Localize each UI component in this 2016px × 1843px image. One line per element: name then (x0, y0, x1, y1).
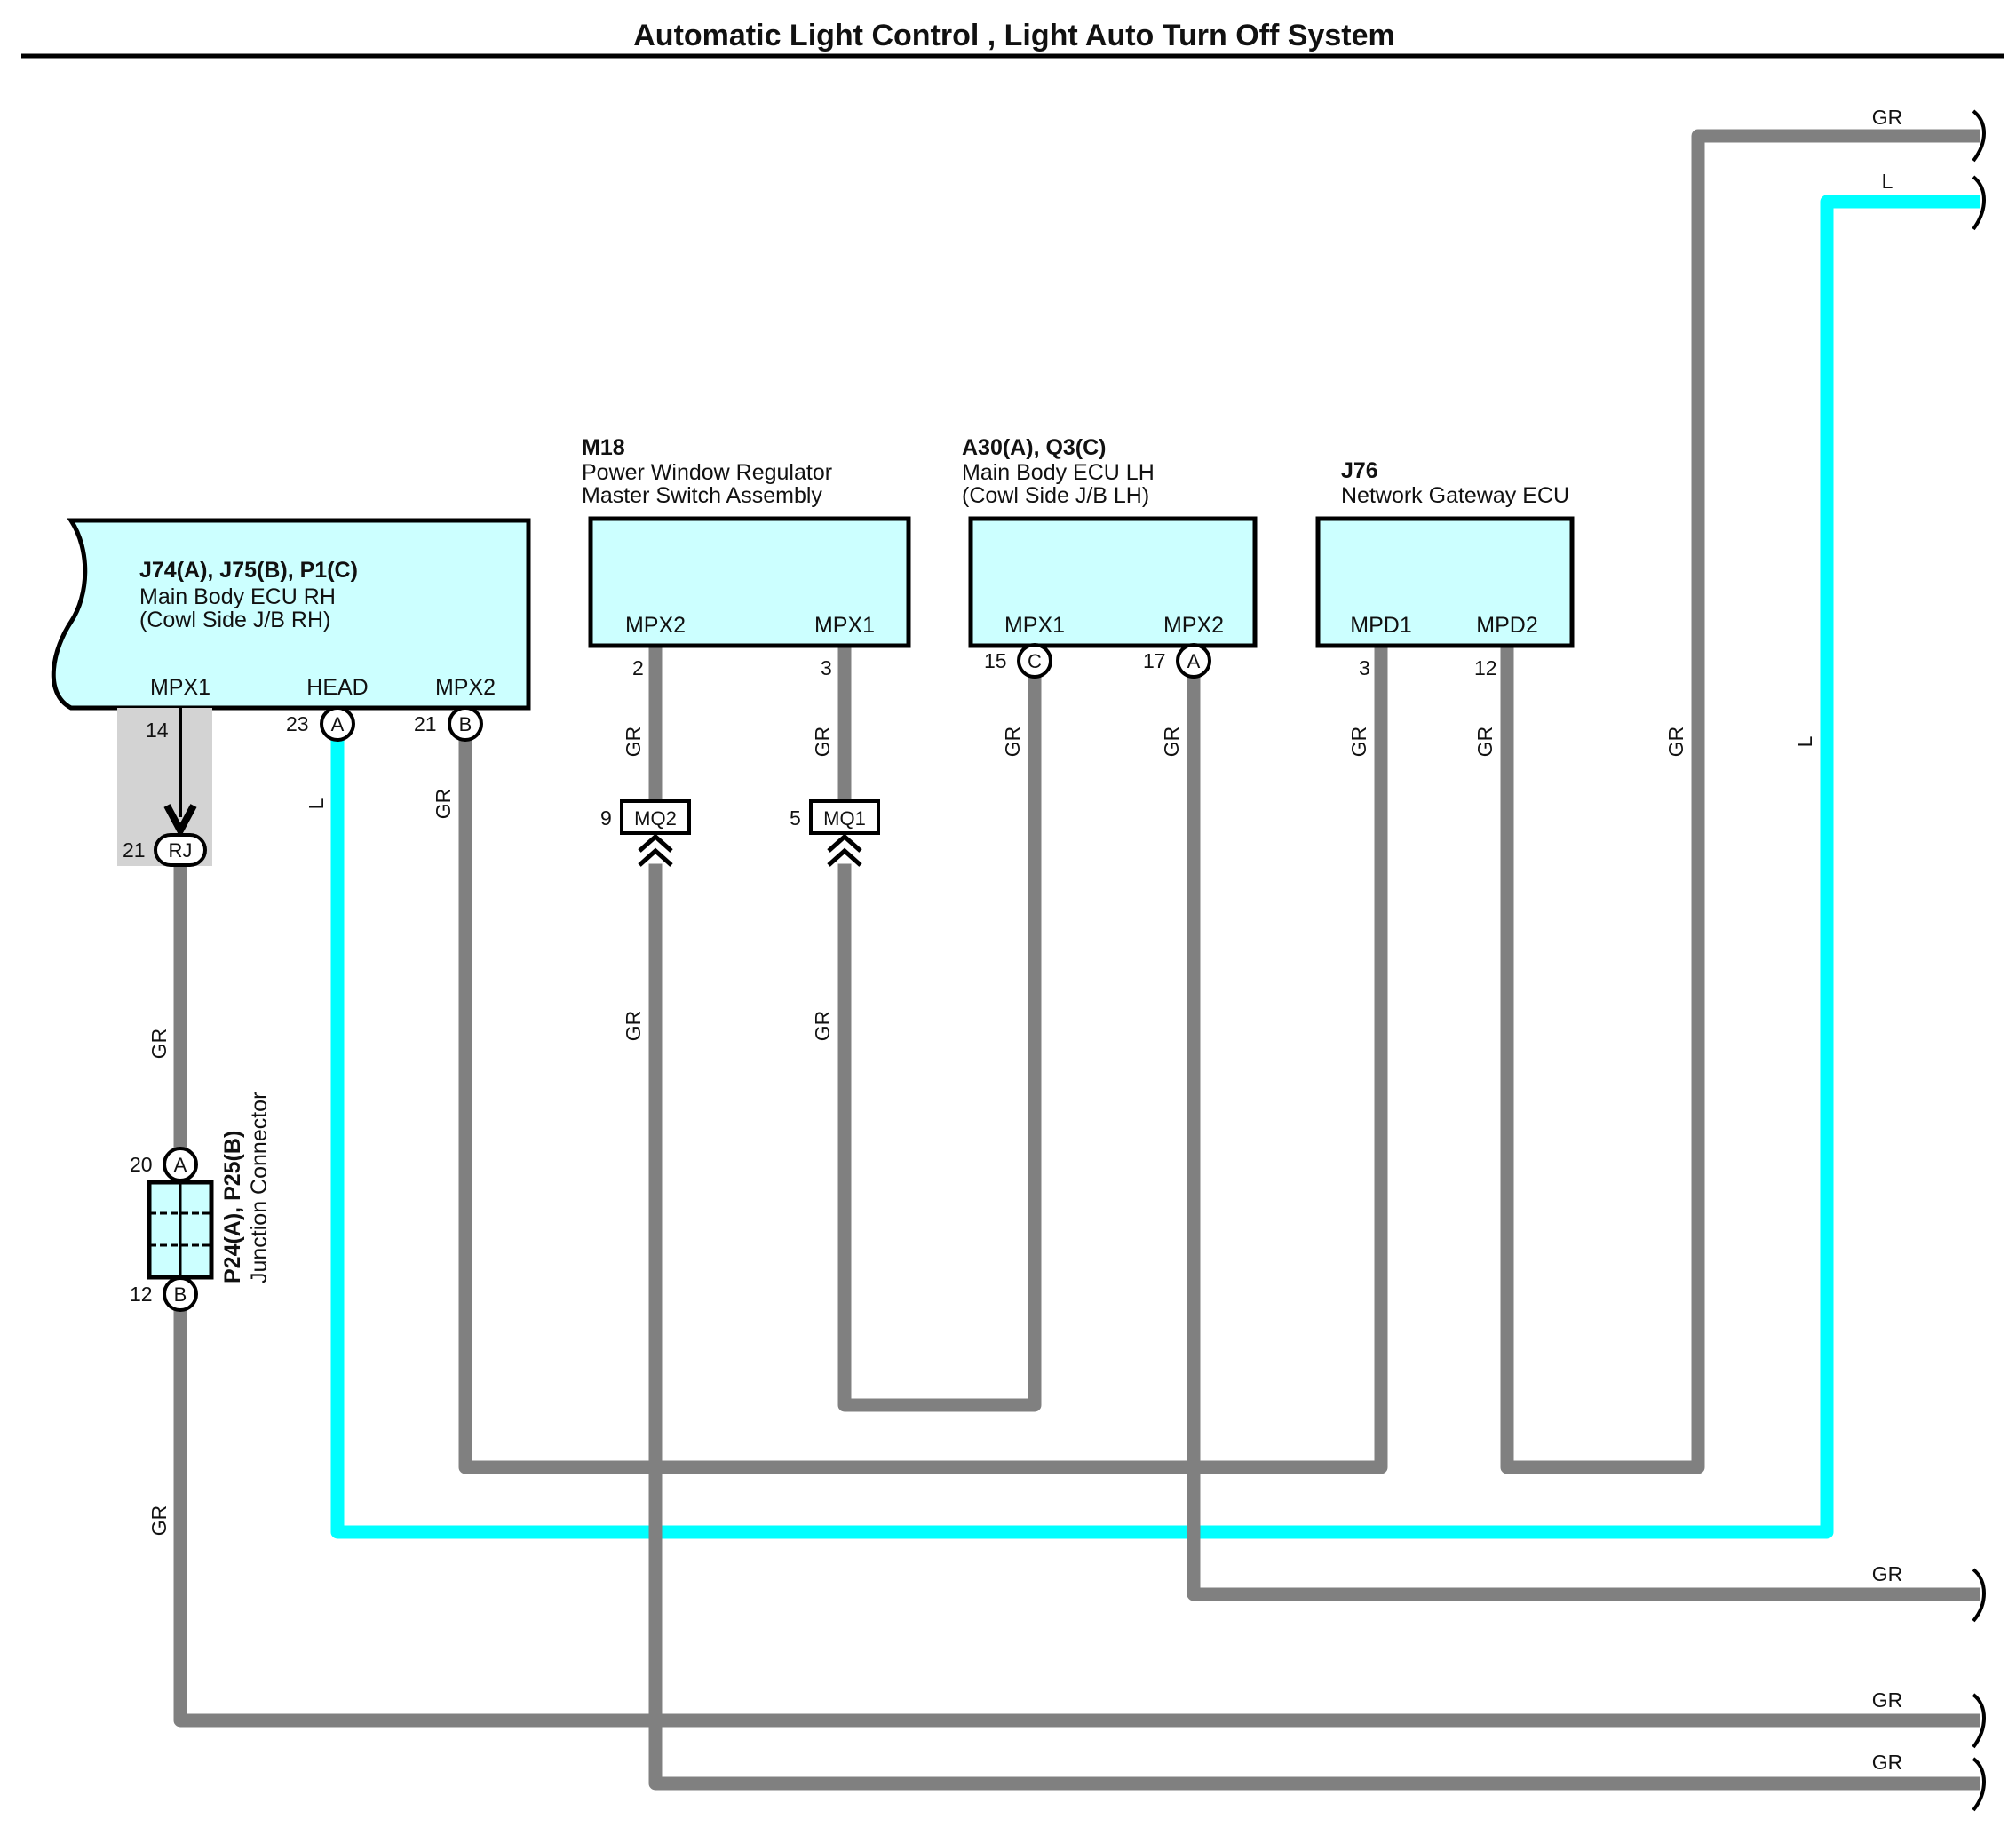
pin-conn-head: A (331, 713, 345, 735)
pin-conn-mpx2: B (459, 713, 472, 735)
gateway-code: J76 (1341, 458, 1378, 483)
diagram-title: Automatic Light Control , Light Auto Tur… (633, 19, 1394, 52)
wire-label: GR (1872, 106, 1903, 129)
junction-bot-conn: B (174, 1283, 187, 1306)
junction-top-conn: A (174, 1154, 187, 1176)
wire-label: GR (147, 1505, 171, 1537)
gateway-pin-mpd2: MPD2 (1476, 613, 1537, 638)
m18-power-window-switch: M18 Power Window Regulator Master Switch… (582, 435, 911, 679)
wire-label: GR (622, 1011, 645, 1042)
wire-label: GR (811, 1011, 834, 1042)
ecu-lh-pin-mpx2: MPX2 (1163, 613, 1224, 638)
wire-l-head (330, 195, 1980, 1539)
gateway-pin-num-mpd1: 3 (1359, 656, 1370, 679)
gateway-box (1315, 516, 1575, 648)
gateway-name: Network Gateway ECU (1341, 483, 1569, 508)
junction-code: P24(A), P25(B) (220, 1131, 245, 1283)
pin-label-head: HEAD (306, 675, 368, 700)
wire-color-labels: GR GR L GR GR GR GR GR GR GR GR GR GR L … (147, 106, 1902, 1774)
wire-label: L (1793, 735, 1816, 747)
mq1-num: 5 (790, 806, 801, 830)
wire-gr-mq2-out (648, 863, 1980, 1791)
wire-label: GR (1872, 1751, 1903, 1774)
mq2-label: MQ2 (634, 807, 677, 830)
wire-gr-lh-mpx2-out (1187, 668, 1980, 1601)
main-body-ecu-lh: A30(A), Q3(C) Main Body ECU LH (Cowl Sid… (962, 435, 1258, 648)
ecu-lh-pin-circle-mpx1 (1017, 643, 1052, 679)
wire-gr-mpx2-bus (458, 639, 1388, 1474)
ecu-lh-pin-conn-mpx1: C (1028, 650, 1042, 672)
gateway-pin-num-mpd2: 12 (1474, 656, 1497, 679)
ecu-lh-pin-num-mpx2: 17 (1143, 649, 1166, 672)
pin-num-head: 23 (286, 712, 309, 735)
junction-name: Junction Connector (247, 1092, 272, 1283)
wire-label: GR (1347, 727, 1370, 758)
wire-label: GR (1664, 727, 1687, 758)
junction-bot-circle (163, 1276, 198, 1312)
pin-label-mpx2: MPX2 (435, 675, 496, 700)
rj-num: 21 (123, 838, 146, 862)
mq1-label: MQ1 (823, 807, 866, 830)
wire-label: GR (811, 727, 834, 758)
ecu-lh-location: (Cowl Side J/B LH) (962, 483, 1149, 508)
wire-label: GR (1160, 727, 1183, 758)
ecu-lh-code: A30(A), Q3(C) (962, 435, 1107, 460)
ecu-lh-box (968, 516, 1258, 648)
pin-num-mpx2: 21 (414, 712, 437, 735)
wire-label: GR (1872, 1562, 1903, 1585)
m18-pin-num-mpx1: 3 (821, 656, 832, 679)
pin-label-mpx1: MPX1 (150, 675, 210, 700)
pin-circle-head (320, 706, 355, 742)
m18-code: M18 (582, 435, 625, 460)
m18-pin-num-mpx2: 2 (632, 656, 644, 679)
ecu-rh-box (51, 518, 531, 711)
wire-gr-mpd2-bus (1500, 129, 1980, 1474)
pin-num-mpx1: 14 (146, 719, 169, 742)
junction-connector: A 20 B 12 P24(A), P25(B) Junction Connec… (130, 1092, 272, 1312)
wire-label: GR (1872, 1688, 1903, 1712)
mq2-connector: MQ2 9 (600, 799, 691, 867)
wire-label: GR (1001, 727, 1024, 758)
rj-arrow-head (163, 804, 197, 838)
wire-label: GR (622, 727, 645, 758)
wire-label: GR (432, 789, 455, 820)
wire-label: L (305, 798, 328, 809)
m18-box (588, 516, 911, 648)
main-body-ecu-rh: J74(A), J75(B), P1(C) Main Body ECU RH (… (51, 518, 531, 711)
wire-label: GR (1473, 727, 1496, 758)
pin-circle-mpx2 (448, 706, 483, 742)
wire-break-marks (1972, 109, 1986, 1812)
wire-label: L (1882, 170, 1893, 193)
ecu-lh-pin-conn-mpx2: A (1187, 650, 1201, 672)
network-gateway-ecu: J76 Network Gateway ECU MPD1 MPD2 3 12 (1315, 458, 1575, 679)
m18-pin-mpx1: MPX1 (814, 613, 875, 638)
wire-label: GR (147, 1029, 171, 1060)
ecu-lh-pin-circle-mpx2 (1176, 643, 1211, 679)
ecu-rh-name: Main Body ECU RH (139, 584, 336, 609)
mq1-connector: MQ1 5 (790, 799, 880, 867)
rj-connector (154, 833, 207, 867)
ecu-lh-name: Main Body ECU LH (962, 460, 1155, 485)
wire-gr-junction-out (173, 1303, 1980, 1728)
mq2-num: 9 (600, 806, 612, 830)
rj-label: RJ (169, 839, 193, 862)
junction-top-num: 20 (130, 1153, 153, 1176)
junction-bot-num: 12 (130, 1283, 153, 1306)
gateway-pin-mpd1: MPD1 (1350, 613, 1411, 638)
m18-name-2: Master Switch Assembly (582, 483, 822, 508)
m18-name-1: Power Window Regulator (582, 460, 832, 485)
ecu-rh-location: (Cowl Side J/B RH) (139, 608, 330, 632)
ecu-lh-pin-mpx1: MPX1 (1004, 613, 1065, 638)
m18-pin-mpx2: MPX2 (625, 613, 686, 638)
wire-gr-mq1-loop (837, 668, 1042, 1412)
ecu-rh-code: J74(A), J75(B), P1(C) (139, 558, 358, 583)
ecu-lh-pin-num-mpx1: 15 (984, 649, 1007, 672)
